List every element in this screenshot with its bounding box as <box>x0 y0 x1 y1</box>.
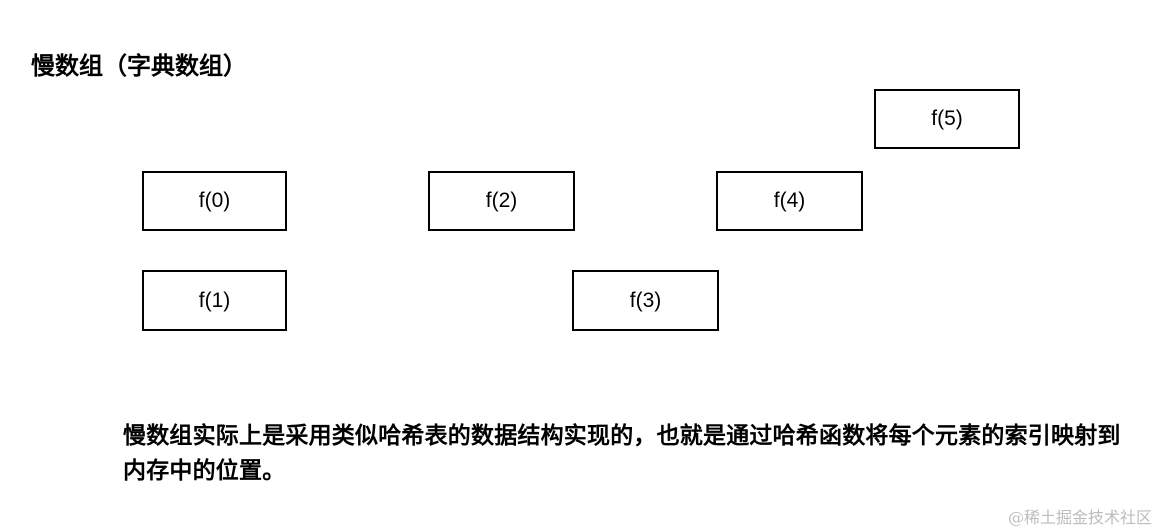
slot-box-f3: f(3) <box>572 270 719 331</box>
slot-box-f5: f(5) <box>874 89 1020 149</box>
watermark: @稀土掘金技术社区 <box>1007 508 1152 527</box>
slot-box-f4: f(4) <box>716 171 863 231</box>
slot-box-f2: f(2) <box>428 171 575 231</box>
description-text: 慢数组实际上是采用类似哈希表的数据结构实现的，也就是通过哈希函数将每个元素的索引… <box>123 423 1121 484</box>
slot-box-f0: f(0) <box>142 171 287 231</box>
slot-box-f1: f(1) <box>142 270 287 331</box>
diagram-title: 慢数组（字典数组） <box>31 52 247 80</box>
